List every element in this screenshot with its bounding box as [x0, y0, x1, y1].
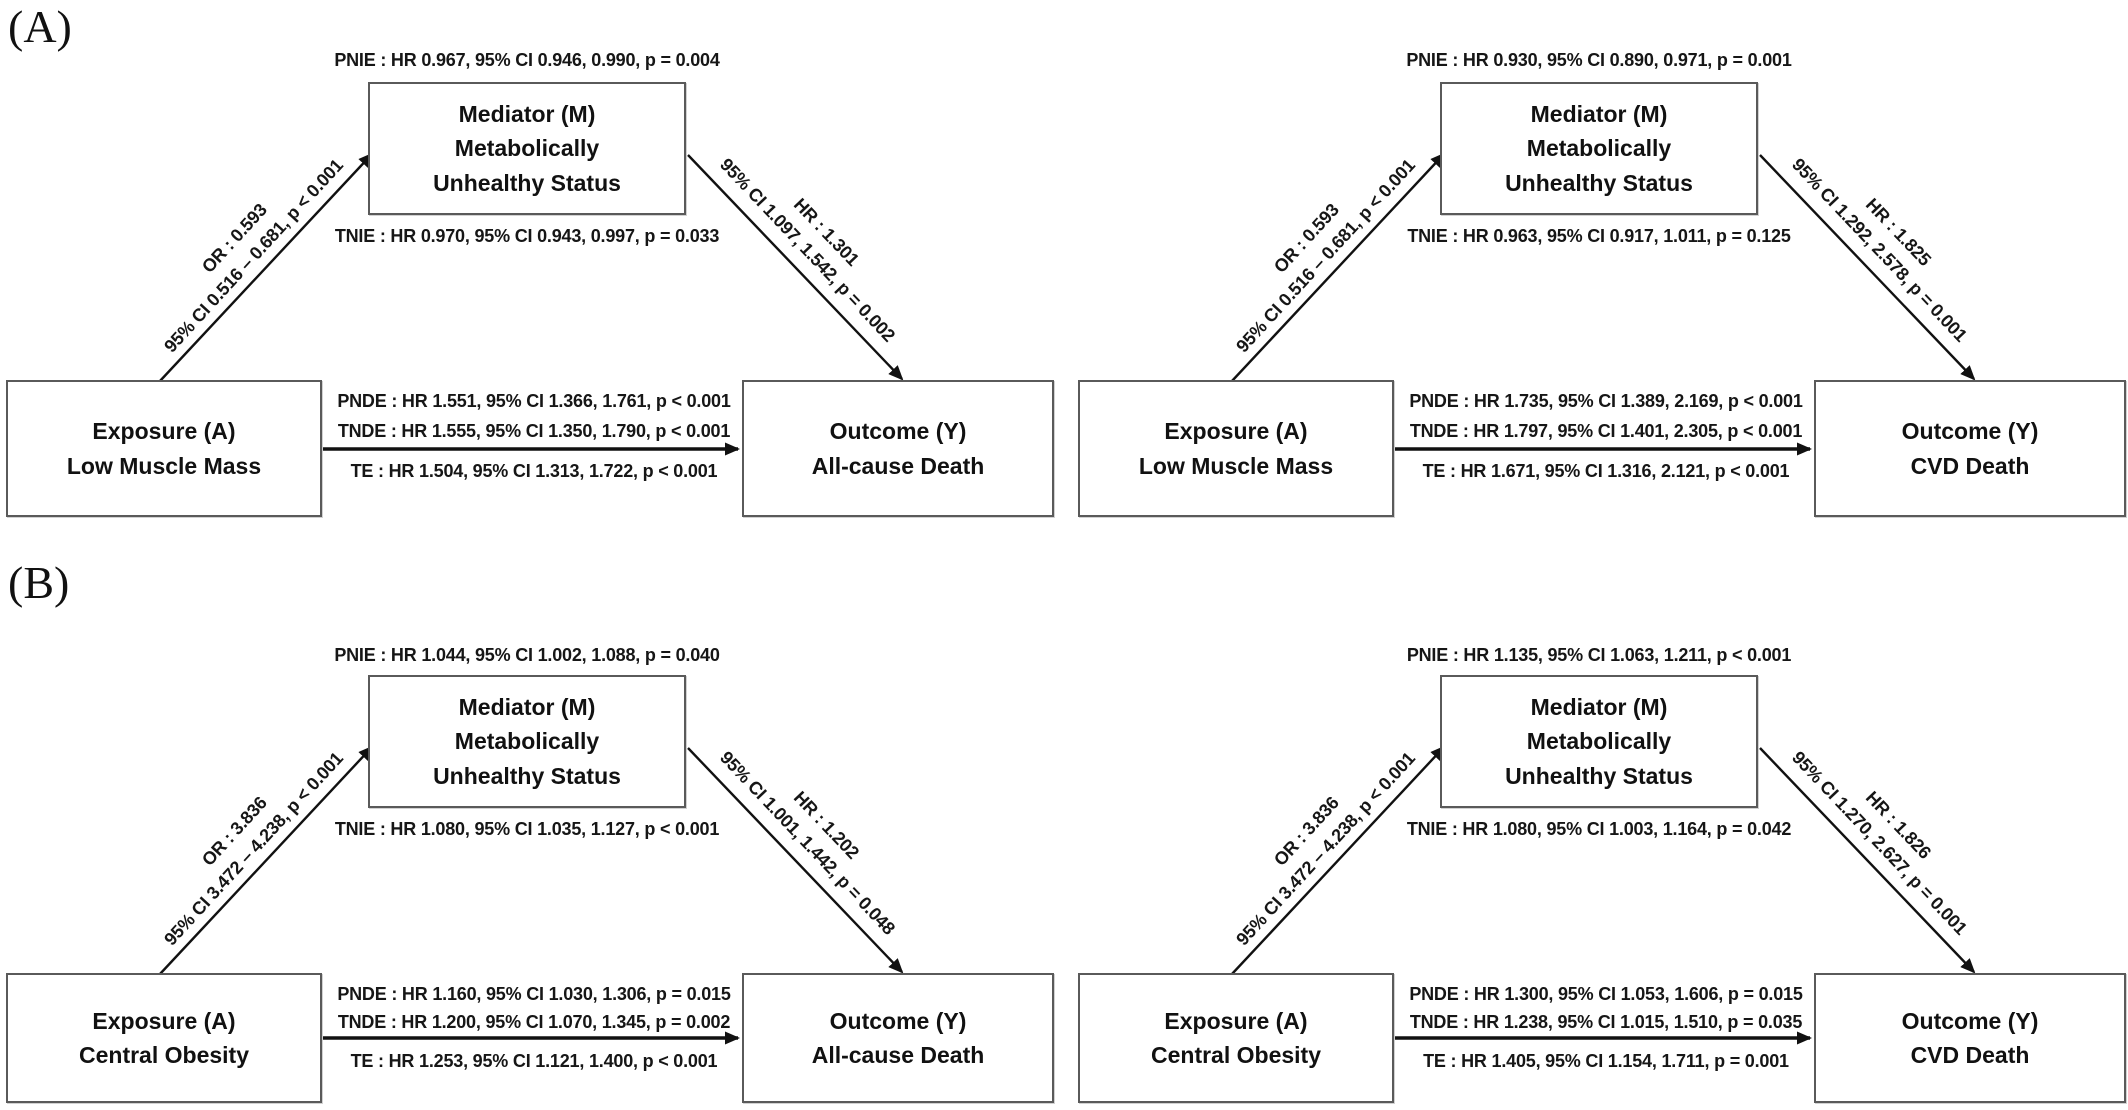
tnde-label: TNDE : HR 1.200, 95% CI 1.070, 1.345, p …	[337, 1012, 731, 1032]
pnie-label: PNIE : HR 1.135, 95% CI 1.063, 1.211, p …	[1406, 645, 1792, 665]
arrows-layer	[159, 745, 904, 1045]
mediator-title: Mediator (M)	[1530, 693, 1668, 720]
panel-b-cvd-death: PNIE : HR 1.135, 95% CI 1.063, 1.211, p …	[1072, 555, 2128, 1110]
exposure-box: Exposure (A) Central Obesity	[1078, 973, 1394, 1103]
outcome-line: CVD Death	[1910, 1042, 2030, 1068]
exposure-title: Exposure (A)	[1164, 418, 1308, 444]
mediator-title: Mediator (M)	[1530, 100, 1668, 127]
outcome-title: Outcome (Y)	[1901, 418, 2039, 444]
mediator-title: Mediator (M)	[458, 693, 596, 720]
pnie-label: PNIE : HR 1.044, 95% CI 1.002, 1.088, p …	[334, 645, 720, 665]
mediator-line: Metabolically	[454, 728, 600, 755]
exposure-box: Exposure (A) Low Muscle Mass	[6, 380, 322, 517]
outcome-line: All-cause Death	[811, 1042, 985, 1068]
mediator-box: Mediator (M) Metabolically Unhealthy Sta…	[1440, 675, 1758, 808]
outcome-line: All-cause Death	[811, 452, 985, 479]
tnde-label: TNDE : HR 1.797, 95% CI 1.401, 2.305, p …	[1409, 421, 1803, 441]
outcome-box: Outcome (Y) CVD Death	[1814, 973, 2126, 1103]
exposure-title: Exposure (A)	[92, 1007, 236, 1034]
pnde-label: PNDE : HR 1.735, 95% CI 1.389, 2.169, p …	[1409, 391, 1803, 411]
tnie-label: TNIE : HR 0.963, 95% CI 0.917, 1.011, p …	[1407, 226, 1791, 246]
arrow-exposure-to-mediator	[159, 745, 374, 975]
te-label: TE : HR 1.253, 95% CI 1.121, 1.400, p < …	[350, 1051, 718, 1071]
outcome-title: Outcome (Y)	[829, 1007, 967, 1034]
exposure-line: Low Muscle Mass	[66, 452, 262, 479]
te-label: TE : HR 1.504, 95% CI 1.313, 1.722, p < …	[350, 461, 718, 481]
exposure-box: Exposure (A) Central Obesity	[6, 973, 322, 1103]
tnie-label: TNIE : HR 1.080, 95% CI 1.003, 1.164, p …	[1406, 819, 1792, 839]
te-label: TE : HR 1.671, 95% CI 1.316, 2.121, p < …	[1422, 461, 1790, 481]
outcome-box: Outcome (Y) CVD Death	[1814, 380, 2126, 517]
tnde-label: TNDE : HR 1.555, 95% CI 1.350, 1.790, p …	[337, 421, 731, 441]
exposure-title: Exposure (A)	[1164, 1007, 1308, 1034]
pnde-label: PNDE : HR 1.160, 95% CI 1.030, 1.306, p …	[337, 984, 731, 1004]
mediator-box: Mediator (M) Metabolically Unhealthy Sta…	[368, 82, 686, 215]
arrow-mediator-to-outcome	[687, 154, 904, 381]
exposure-line: Low Muscle Mass	[1138, 452, 1334, 479]
arrow-exposure-to-mediator	[1231, 745, 1446, 975]
section-b-label: (B)	[8, 557, 70, 608]
arrows-layer	[159, 152, 904, 456]
mediator-box: Mediator (M) Metabolically Unhealthy Sta…	[1440, 82, 1758, 215]
outcome-box: Outcome (Y) All-cause Death	[742, 973, 1054, 1103]
mediator-box: Mediator (M) Metabolically Unhealthy Sta…	[368, 675, 686, 808]
arrow-exposure-to-mediator	[1231, 152, 1446, 382]
panel-a-cvd-death: PNIE : HR 0.930, 95% CI 0.890, 0.971, p …	[1072, 0, 2128, 555]
panel-b-all-cause-death: PNIE : HR 1.044, 95% CI 1.002, 1.088, p …	[0, 555, 1064, 1110]
arrow-mediator-to-outcome	[1759, 154, 1976, 381]
outcome-title: Outcome (Y)	[1901, 1007, 2039, 1034]
te-label: TE : HR 1.405, 95% CI 1.154, 1.711, p = …	[1423, 1051, 1789, 1071]
exposure-line: Central Obesity	[79, 1042, 249, 1068]
exposure-line: Central Obesity	[1151, 1042, 1321, 1068]
outcome-box: Outcome (Y) All-cause Death	[742, 380, 1054, 517]
arrow-exposure-to-mediator	[159, 152, 374, 382]
pnie-label: PNIE : HR 0.930, 95% CI 0.890, 0.971, p …	[1406, 50, 1792, 70]
mediator-line: Unhealthy Status	[433, 169, 621, 196]
pnde-label: PNDE : HR 1.300, 95% CI 1.053, 1.606, p …	[1409, 984, 1803, 1004]
tnde-label: TNDE : HR 1.238, 95% CI 1.015, 1.510, p …	[1409, 1012, 1803, 1032]
section-a-label: (A)	[8, 1, 72, 52]
exposure-title: Exposure (A)	[92, 418, 236, 444]
outcome-line: CVD Death	[1910, 452, 2030, 479]
arrows-layer	[1231, 745, 1976, 1045]
panel-a-all-cause-death: PNIE : HR 0.967, 95% CI 0.946, 0.990, p …	[0, 0, 1064, 555]
exposure-box: Exposure (A) Low Muscle Mass	[1078, 380, 1394, 517]
mediator-title: Mediator (M)	[458, 100, 596, 127]
arrow-mediator-to-outcome	[1759, 747, 1976, 974]
tnie-label: TNIE : HR 1.080, 95% CI 1.035, 1.127, p …	[334, 819, 720, 839]
pnde-label: PNDE : HR 1.551, 95% CI 1.366, 1.761, p …	[337, 391, 731, 411]
arrow-mediator-to-outcome	[687, 747, 904, 974]
mediator-line: Metabolically	[1526, 135, 1672, 162]
mediator-line: Metabolically	[454, 135, 600, 162]
arrows-layer	[1231, 152, 1976, 456]
outcome-title: Outcome (Y)	[829, 418, 967, 444]
tnie-label: TNIE : HR 0.970, 95% CI 0.943, 0.997, p …	[334, 226, 720, 246]
mediator-line: Unhealthy Status	[1505, 762, 1693, 789]
mediator-line: Unhealthy Status	[1505, 169, 1693, 196]
mediator-line: Unhealthy Status	[433, 762, 621, 789]
pnie-label: PNIE : HR 0.967, 95% CI 0.946, 0.990, p …	[334, 50, 720, 70]
mediator-line: Metabolically	[1526, 728, 1672, 755]
